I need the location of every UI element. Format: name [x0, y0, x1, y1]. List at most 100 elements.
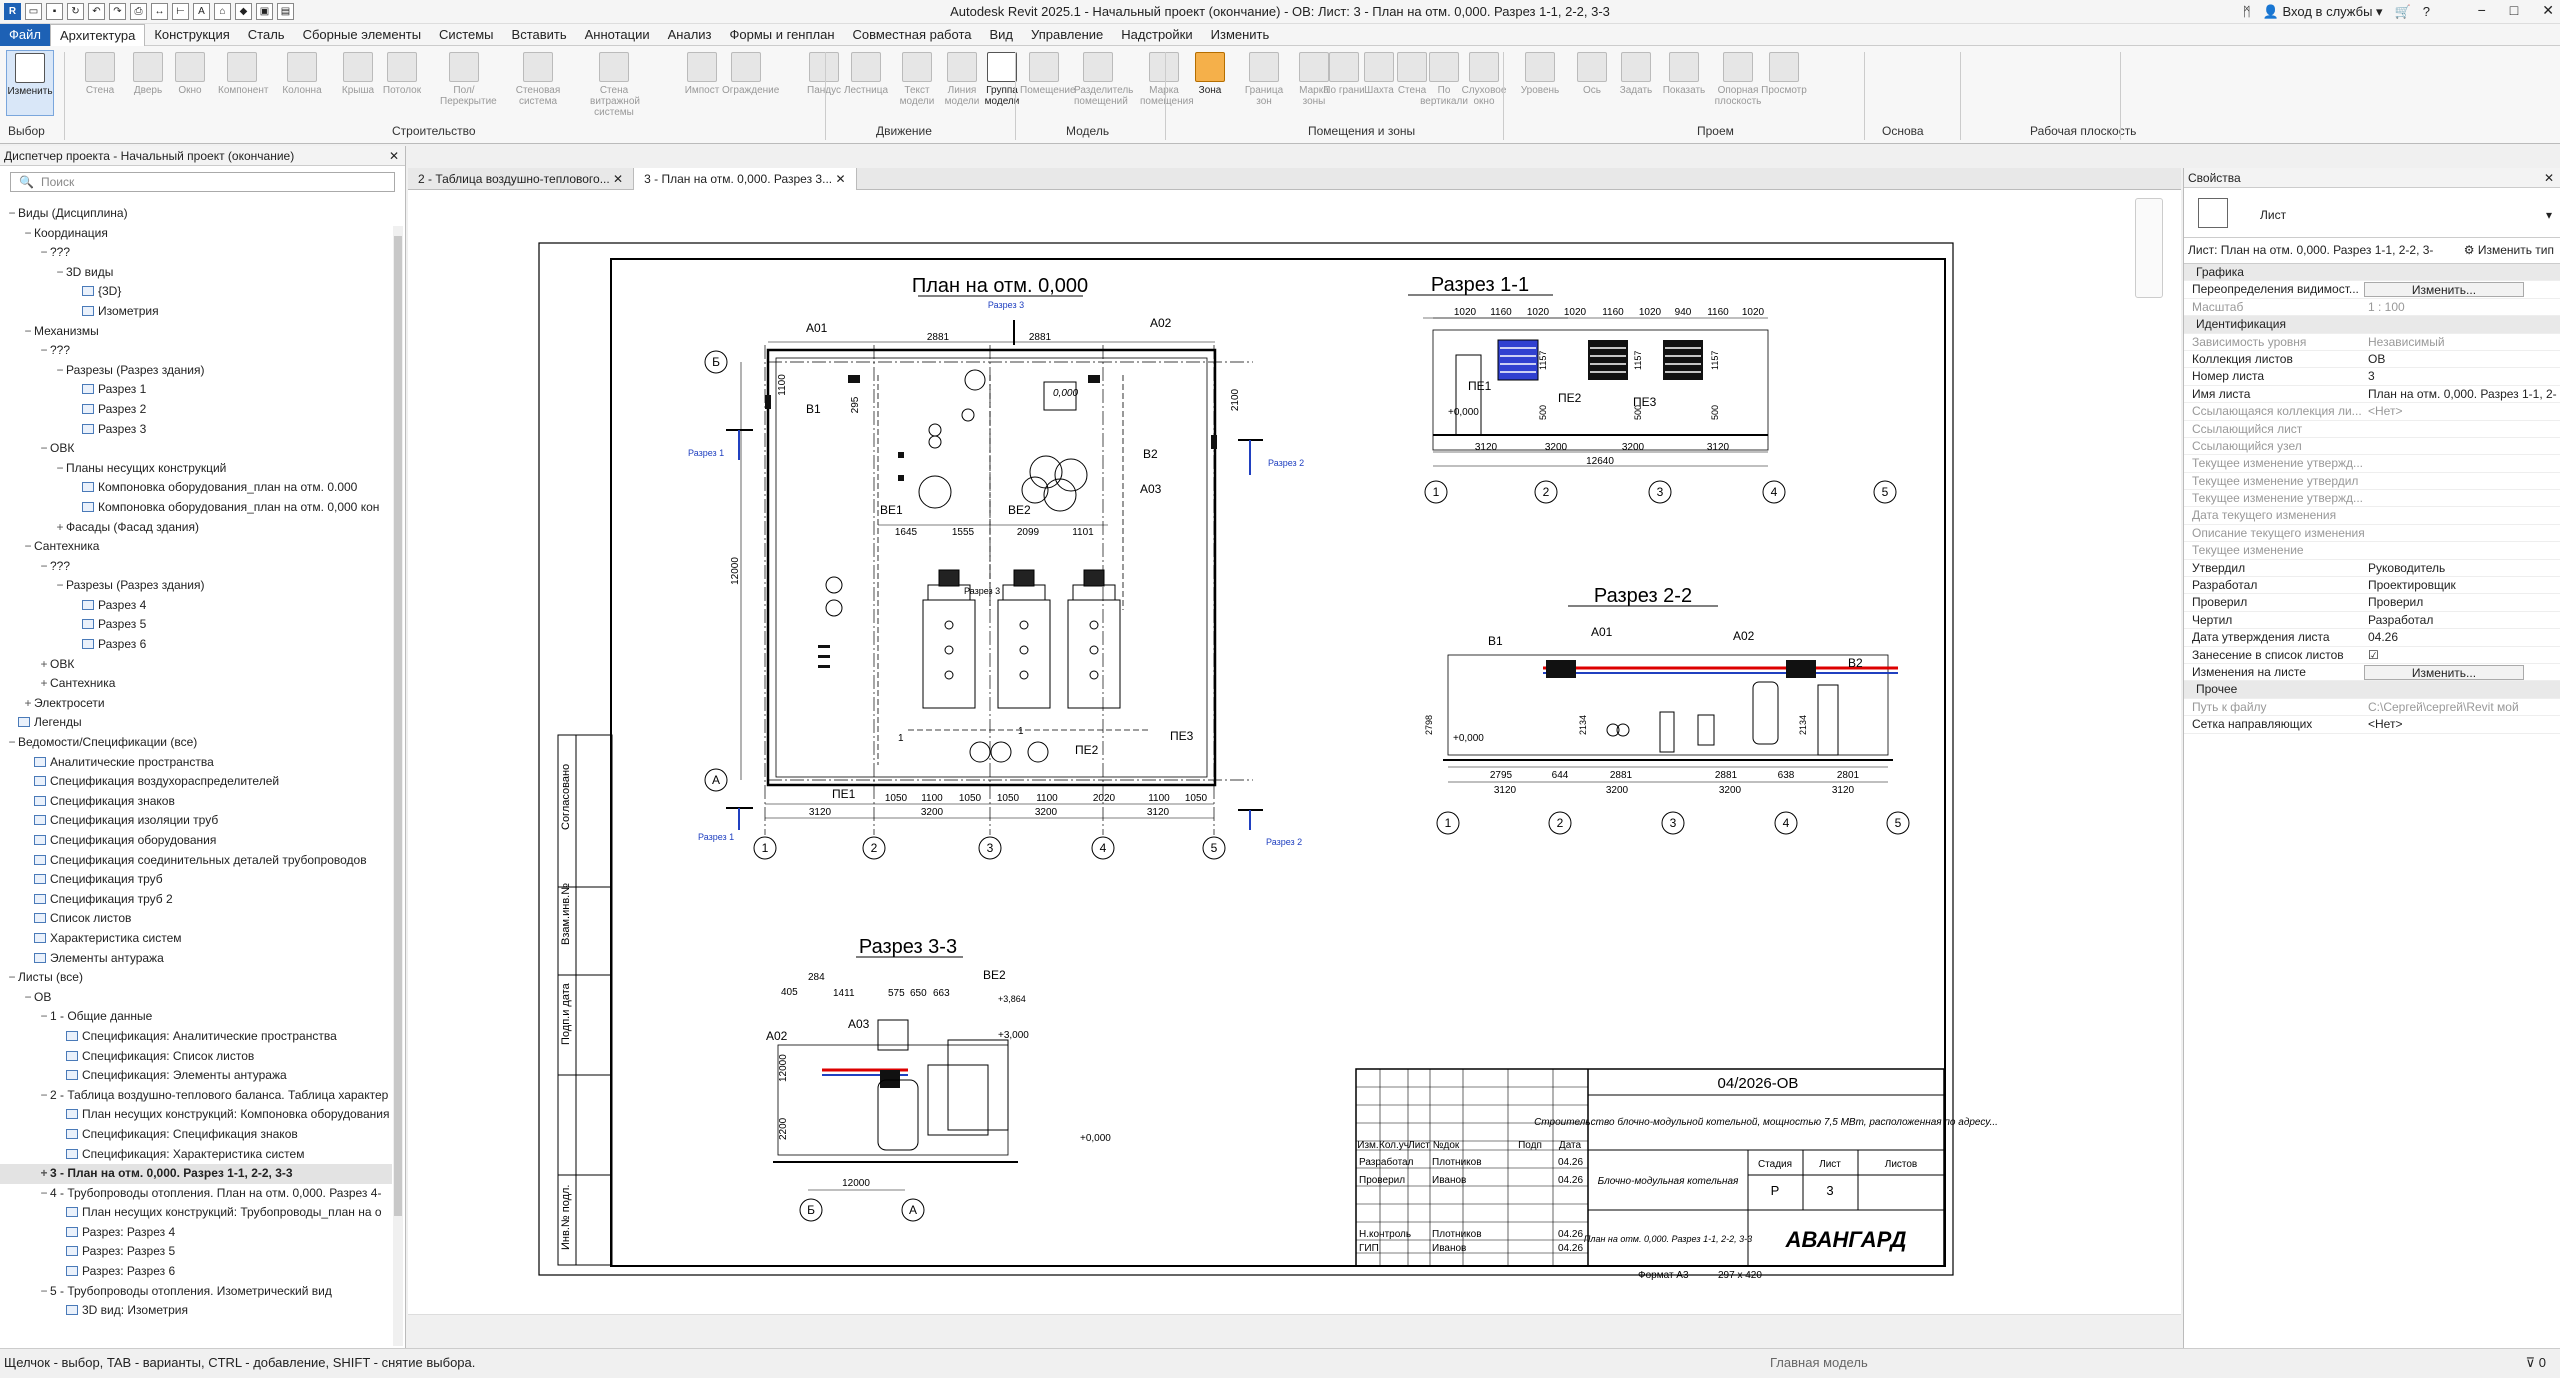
tree-item[interactable]: Спецификация: Аналитические пространства — [0, 1027, 392, 1047]
property-row[interactable]: Описание текущего изменения — [2184, 525, 2560, 543]
ribbon-button-29[interactable]: Уровень — [1516, 50, 1564, 116]
property-row[interactable]: Текущее изменение утвержд... — [2184, 455, 2560, 473]
ribbon-tab-0[interactable]: Файл — [0, 23, 50, 46]
ribbon-tab-3[interactable]: Сталь — [247, 26, 285, 42]
tree-item[interactable]: Спецификация: Список листов — [0, 1047, 392, 1067]
section-2-2[interactable]: Разрез 2-2 В1 А01 А02 В2 +0,000 2798 213… — [1424, 585, 1910, 835]
property-row[interactable]: Текущее изменение — [2184, 542, 2560, 560]
chevron-down-icon[interactable]: ▾ — [2545, 208, 2552, 222]
search-help-icon[interactable]: ᛗ — [2242, 4, 2251, 19]
expand-toggle-icon[interactable]: − — [56, 362, 64, 377]
expand-toggle-icon[interactable]: + — [56, 519, 64, 534]
expand-toggle-icon[interactable]: − — [24, 225, 32, 240]
tree-item[interactable]: Спецификация соединительных деталей труб… — [0, 851, 392, 871]
ribbon-tab-7[interactable]: Аннотации — [584, 26, 650, 42]
ribbon-panel-label-0[interactable]: Выбор — [8, 124, 45, 138]
expand-toggle-icon[interactable]: − — [40, 441, 48, 456]
tree-item[interactable]: Компоновка оборудования_план на отм. 0.0… — [0, 478, 392, 498]
ribbon-button-18[interactable]: Помещение — [1020, 50, 1076, 116]
view-tab-0[interactable]: 2 - Таблица воздушно-теплового... ✕ — [408, 168, 635, 190]
tree-item[interactable]: Аналитические пространства — [0, 753, 392, 773]
expand-toggle-icon[interactable]: + — [24, 695, 32, 710]
dimension-icon[interactable]: ⊢ — [172, 3, 189, 20]
ribbon-button-30[interactable]: Ось — [1568, 50, 1616, 116]
tree-item[interactable]: −ОВК — [0, 439, 392, 459]
tree-item[interactable]: {3D} — [0, 282, 392, 302]
ribbon-panel-label-1[interactable]: Строительство — [392, 124, 476, 138]
edit-button[interactable]: Изменить... — [2364, 664, 2524, 680]
ribbon-panel-label-6[interactable]: Основа — [1882, 124, 1924, 138]
ribbon-button-8[interactable]: Пол/Перекрытие — [440, 50, 497, 116]
tree-item[interactable]: План несущих конструкций: Компоновка обо… — [0, 1105, 392, 1125]
ribbon-tab-12[interactable]: Управление — [1031, 26, 1104, 42]
ribbon-button-28[interactable]: Слуховое окно — [1460, 50, 1508, 116]
ribbon-button-13[interactable]: Пандус — [800, 50, 848, 116]
property-row[interactable]: Ссылающийся узел — [2184, 438, 2560, 456]
tree-item[interactable]: −3D виды — [0, 263, 392, 283]
tree-item[interactable]: Спецификация: Элементы антуража — [0, 1066, 392, 1086]
close-icon[interactable]: ✕ — [2543, 171, 2554, 185]
tree-item[interactable]: Спецификация знаков — [0, 792, 392, 812]
ribbon-button-27[interactable]: По вертикали — [1420, 50, 1468, 116]
tree-item[interactable]: −Координация — [0, 224, 392, 244]
section-3-3[interactable]: Разрез 3-3 405 284 1411 575 650 663 1200… — [766, 936, 1111, 1222]
tree-item[interactable]: Разрез: Разрез 6 — [0, 1262, 392, 1282]
section-icon[interactable]: ◆ — [235, 3, 252, 20]
maximize-icon[interactable]: □ — [2509, 2, 2519, 18]
ribbon-button-4[interactable]: Компонент — [218, 50, 268, 116]
plan-view[interactable]: План на отм. 0,000 Разрез 3 Б А 1 2 3 4 … — [688, 275, 1304, 860]
edit-type-button[interactable]: ⚙ Изменить тип — [2464, 243, 2554, 257]
minimize-icon[interactable]: − — [2477, 2, 2486, 18]
open-icon[interactable]: ▭ — [25, 3, 42, 20]
measure-icon[interactable]: ↔ — [151, 3, 168, 20]
expand-toggle-icon[interactable]: − — [8, 970, 16, 985]
close-tab-icon[interactable]: ✕ — [832, 172, 846, 186]
ribbon-button-20[interactable]: Марка помещения — [1140, 50, 1194, 116]
login-button[interactable]: 👤 Вход в службы ▾ — [2262, 4, 2383, 19]
tree-item[interactable]: −??? — [0, 243, 392, 263]
expand-toggle-icon[interactable]: + — [40, 676, 48, 691]
expand-toggle-icon[interactable]: − — [40, 558, 48, 573]
tree-item[interactable]: Разрез 6 — [0, 635, 392, 655]
scroll-thumb[interactable] — [394, 236, 402, 1216]
expand-toggle-icon[interactable]: − — [56, 460, 64, 475]
browser-scrollbar[interactable] — [393, 226, 403, 1346]
property-row[interactable]: Ссылающийся лист — [2184, 421, 2560, 438]
ribbon-button-11[interactable]: Импост — [678, 50, 726, 116]
ribbon-panel-label-3[interactable]: Модель — [1066, 124, 1110, 138]
tree-item[interactable]: Компоновка оборудования_план на отм. 0,0… — [0, 498, 392, 518]
property-row[interactable]: Сетка направляющих<Нет> — [2184, 716, 2560, 734]
cart-icon[interactable]: 🛒 — [2394, 4, 2411, 19]
tree-item[interactable]: Спецификация труб — [0, 870, 392, 890]
ribbon-tab-4[interactable]: Сборные элементы — [302, 26, 422, 42]
ribbon-button-32[interactable]: Показать — [1660, 50, 1708, 116]
ribbon-button-0[interactable]: Изменить — [6, 50, 54, 116]
tree-item[interactable]: −1 - Общие данные — [0, 1007, 392, 1027]
horizontal-scrollbar[interactable] — [408, 1314, 2181, 1330]
property-row[interactable]: Текущее изменение утвердил — [2184, 473, 2560, 491]
ribbon-button-23[interactable]: Марка зоны — [1290, 50, 1338, 116]
expand-toggle-icon[interactable]: − — [8, 206, 16, 220]
tree-item[interactable]: Разрез 3 — [0, 420, 392, 440]
tree-item[interactable]: Разрез 4 — [0, 596, 392, 616]
ribbon-panel-label-7[interactable]: Рабочая плоскость — [2030, 124, 2137, 138]
close-icon[interactable]: ✕ — [2542, 2, 2554, 18]
drawing-area[interactable]: Согласовано Взам.инв.№ Подп.и дата Инв.№… — [408, 190, 2181, 1330]
property-row[interactable]: Текущее изменение утвержд... — [2184, 490, 2560, 508]
tree-item[interactable]: −Разрезы (Разрез здания) — [0, 576, 392, 596]
tree-item[interactable]: +Фасады (Фасад здания) — [0, 518, 392, 538]
tree-item[interactable]: −Разрезы (Разрез здания) — [0, 361, 392, 381]
ribbon-button-1[interactable]: Стена — [76, 50, 124, 116]
switch-windows-icon[interactable]: ▤ — [277, 3, 294, 20]
help-icon[interactable]: ? — [2422, 4, 2430, 19]
ribbon-button-6[interactable]: Крыша — [334, 50, 382, 116]
expand-toggle-icon[interactable]: − — [24, 539, 32, 554]
